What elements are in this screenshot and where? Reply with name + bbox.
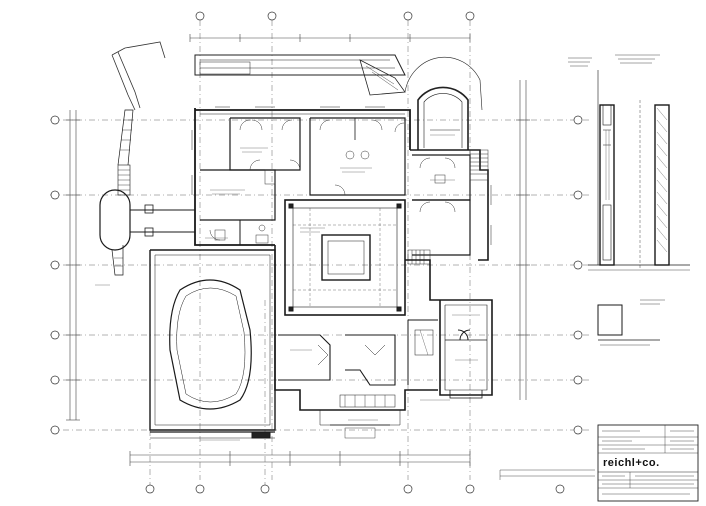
grid-marker-left-6: [50, 425, 60, 435]
firm-name: reichl+co.: [603, 457, 660, 469]
grid-marker-right-4: [573, 330, 583, 340]
grid-marker-bottom-3: [260, 484, 270, 494]
grid-marker-bottom-5: [465, 484, 475, 494]
wall-section-details: [568, 54, 690, 346]
fixtures: [214, 150, 446, 244]
south-wing: [274, 245, 438, 439]
grid-marker-bottom-4: [403, 484, 413, 494]
grid-marker-right-2: [573, 190, 583, 200]
grid-marker-top-4: [465, 11, 475, 21]
pool-terrace: [149, 249, 276, 439]
grid-marker-left-4: [50, 330, 60, 340]
grid-marker-bottom-1: [145, 484, 155, 494]
grid-marker-left-2: [50, 190, 60, 200]
grid-marker-bottom-6: [555, 484, 565, 494]
entry-walkway: [111, 41, 166, 111]
grid-marker-top-2: [267, 11, 277, 21]
grid-marker-right-3: [573, 260, 583, 270]
grid-marker-right-1: [573, 115, 583, 125]
grid-marker-left-1: [50, 115, 60, 125]
east-wing: [405, 259, 493, 399]
central-courtyard: [284, 199, 406, 316]
grid-marker-top-1: [195, 11, 205, 21]
west-entrance-portico: [99, 109, 195, 276]
staircases: [407, 149, 489, 265]
grid-marker-top-3: [403, 11, 413, 21]
grid-marker-left-3: [50, 260, 60, 270]
grid-marker-right-5: [573, 375, 583, 385]
door-swings: [209, 119, 456, 241]
grid-marker-left-5: [50, 375, 60, 385]
title-block: [499, 424, 699, 502]
grid-marker-bottom-2: [195, 484, 205, 494]
rotunda-tower: [404, 56, 483, 150]
grid-markers: [50, 11, 583, 494]
windows: [191, 106, 492, 245]
room-annotations: [95, 134, 480, 441]
grid-marker-right-6: [573, 425, 583, 435]
